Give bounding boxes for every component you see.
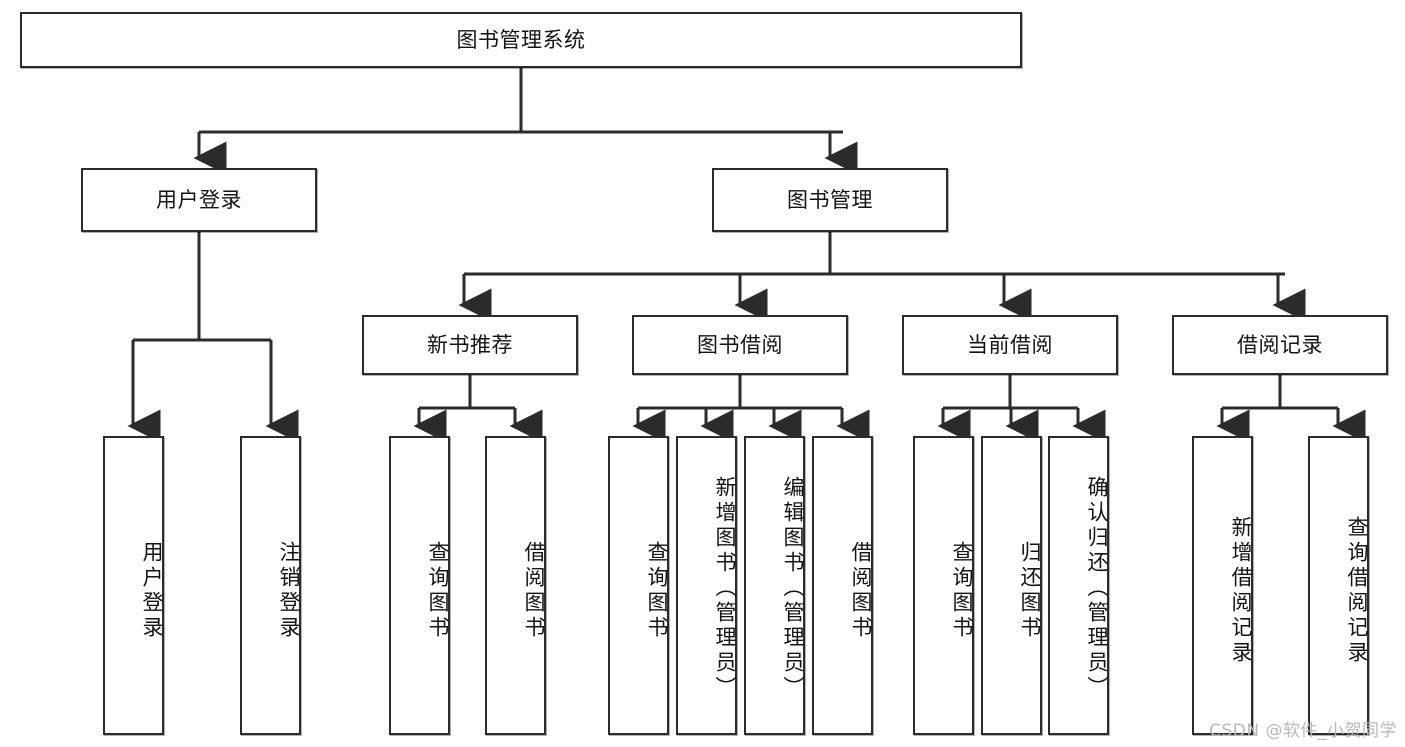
leaf-borrow-book-newrec[interactable]: 借阅图书 bbox=[485, 436, 546, 735]
leaf-query-book-borrow-label: 查询图书 bbox=[645, 540, 669, 641]
leaf-query-book-current[interactable]: 查询图书 bbox=[913, 436, 974, 735]
node-borrow-record[interactable]: 借阅记录 bbox=[1172, 315, 1388, 375]
leaf-user-login-label: 用户登录 bbox=[140, 540, 164, 641]
leaf-query-borrow-record-label: 查询借阅记录 bbox=[1345, 515, 1369, 666]
node-current-borrow[interactable]: 当前借阅 bbox=[902, 315, 1118, 375]
leaf-add-book-admin[interactable]: 新增图书（管理员） bbox=[676, 436, 737, 735]
leaf-query-book-newrec[interactable]: 查询图书 bbox=[389, 436, 450, 735]
leaf-logout-label: 注销登录 bbox=[277, 540, 301, 641]
node-book-management[interactable]: 图书管理 bbox=[712, 168, 948, 232]
node-user-login[interactable]: 用户登录 bbox=[81, 168, 317, 232]
node-new-book-recommend[interactable]: 新书推荐 bbox=[362, 315, 578, 375]
leaf-return-book-label: 归还图书 bbox=[1018, 540, 1042, 641]
leaf-query-book-borrow[interactable]: 查询图书 bbox=[608, 436, 669, 735]
node-current-borrow-label: 当前借阅 bbox=[967, 332, 1053, 357]
node-book-borrow-label: 图书借阅 bbox=[697, 332, 783, 357]
node-root-label: 图书管理系统 bbox=[456, 27, 586, 52]
leaf-return-book[interactable]: 归还图书 bbox=[981, 436, 1042, 735]
leaf-confirm-return-admin[interactable]: 确认归还（管理员） bbox=[1048, 436, 1109, 735]
leaf-logout[interactable]: 注销登录 bbox=[240, 436, 301, 735]
leaf-borrow-book[interactable]: 借阅图书 bbox=[812, 436, 873, 735]
leaf-query-book-current-label: 查询图书 bbox=[950, 540, 974, 641]
leaf-user-login[interactable]: 用户登录 bbox=[103, 436, 164, 735]
leaf-edit-book-admin-label: 编辑图书（管理员） bbox=[781, 476, 805, 701]
leaf-query-book-newrec-label: 查询图书 bbox=[426, 540, 450, 641]
leaf-borrow-book-newrec-label: 借阅图书 bbox=[522, 540, 546, 641]
node-new-book-recommend-label: 新书推荐 bbox=[427, 332, 513, 357]
leaf-edit-book-admin[interactable]: 编辑图书（管理员） bbox=[744, 436, 805, 735]
leaf-borrow-book-label: 借阅图书 bbox=[849, 540, 873, 641]
leaf-add-book-admin-label: 新增图书（管理员） bbox=[713, 476, 737, 701]
node-book-borrow[interactable]: 图书借阅 bbox=[632, 315, 848, 375]
leaf-confirm-return-admin-label: 确认归还（管理员） bbox=[1085, 476, 1109, 701]
leaf-add-borrow-record-label: 新增借阅记录 bbox=[1229, 515, 1253, 666]
leaf-add-borrow-record[interactable]: 新增借阅记录 bbox=[1192, 436, 1253, 735]
node-root[interactable]: 图书管理系统 bbox=[20, 12, 1022, 68]
node-user-login-label: 用户登录 bbox=[156, 187, 242, 212]
node-book-management-label: 图书管理 bbox=[787, 187, 873, 212]
node-borrow-record-label: 借阅记录 bbox=[1237, 332, 1323, 357]
leaf-query-borrow-record[interactable]: 查询借阅记录 bbox=[1308, 436, 1369, 735]
